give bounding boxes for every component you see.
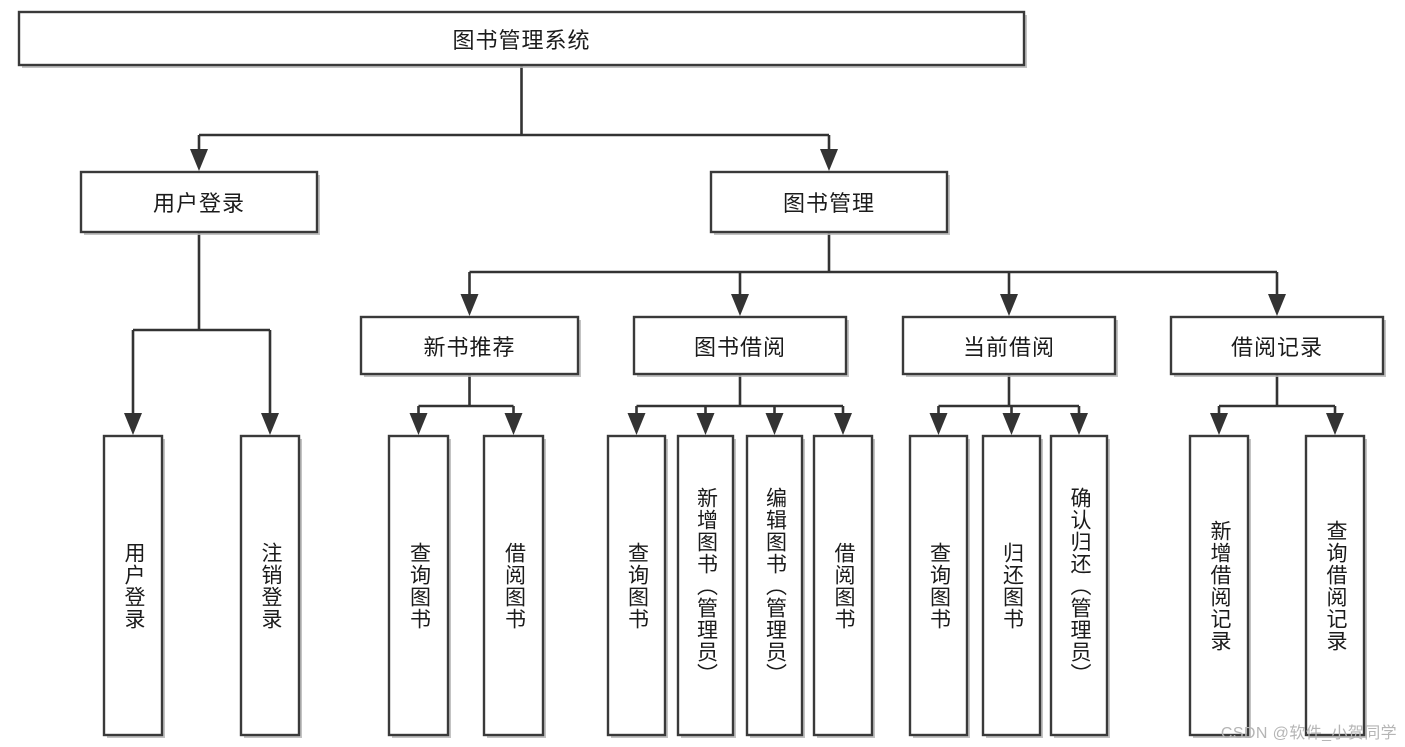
node-box-return-book[interactable] bbox=[981, 434, 1042, 737]
node-box-book-manage[interactable] bbox=[709, 170, 949, 234]
arrow-head bbox=[261, 413, 279, 435]
node-box-query-borrow-record[interactable] bbox=[1304, 434, 1366, 737]
arrow-head bbox=[190, 149, 208, 171]
node-box-current-borrow[interactable] bbox=[901, 315, 1117, 376]
arrow-head bbox=[765, 413, 784, 435]
node-box-user-logout[interactable] bbox=[239, 434, 301, 737]
arrow-head bbox=[627, 413, 646, 435]
node-box-root[interactable] bbox=[17, 10, 1026, 67]
arrow-head bbox=[409, 413, 428, 435]
arrow-head bbox=[460, 294, 479, 316]
node-box-query-book-3[interactable] bbox=[908, 434, 969, 737]
node-box-query-book-1[interactable] bbox=[387, 434, 450, 737]
node-box-add-borrow-record[interactable] bbox=[1188, 434, 1250, 737]
node-box-user-login-do[interactable] bbox=[102, 434, 164, 737]
arrow-head bbox=[1002, 413, 1021, 435]
arrow-head bbox=[820, 149, 838, 171]
node-box-book-borrow[interactable] bbox=[632, 315, 848, 376]
node-box-confirm-return-admin[interactable] bbox=[1049, 434, 1109, 737]
node-box-edit-book-admin[interactable] bbox=[745, 434, 804, 737]
arrow-head bbox=[929, 413, 948, 435]
node-box-user-login[interactable] bbox=[79, 170, 319, 234]
node-box-add-book-admin[interactable] bbox=[676, 434, 735, 737]
arrow-head bbox=[124, 413, 142, 435]
boxes-layer bbox=[17, 10, 1386, 738]
arrow-head bbox=[731, 294, 749, 316]
node-box-query-book-2[interactable] bbox=[606, 434, 667, 737]
arrow-head bbox=[1210, 413, 1228, 435]
node-box-borrow-book-2[interactable] bbox=[812, 434, 874, 737]
node-box-borrow-record[interactable] bbox=[1169, 315, 1385, 376]
csdn-watermark: CSDN @软件_小贺同学 bbox=[1220, 725, 1397, 742]
arrow-head bbox=[1070, 413, 1088, 435]
arrow-head bbox=[696, 413, 715, 435]
arrow-head bbox=[1268, 294, 1286, 316]
node-box-borrow-book-1[interactable] bbox=[482, 434, 545, 737]
node-box-new-book-recommend[interactable] bbox=[359, 315, 580, 376]
arrow-head bbox=[834, 413, 852, 435]
arrow-head bbox=[1326, 413, 1344, 435]
connectors-layer bbox=[124, 65, 1344, 435]
arrow-head bbox=[504, 413, 523, 435]
arrow-head bbox=[1000, 294, 1018, 316]
